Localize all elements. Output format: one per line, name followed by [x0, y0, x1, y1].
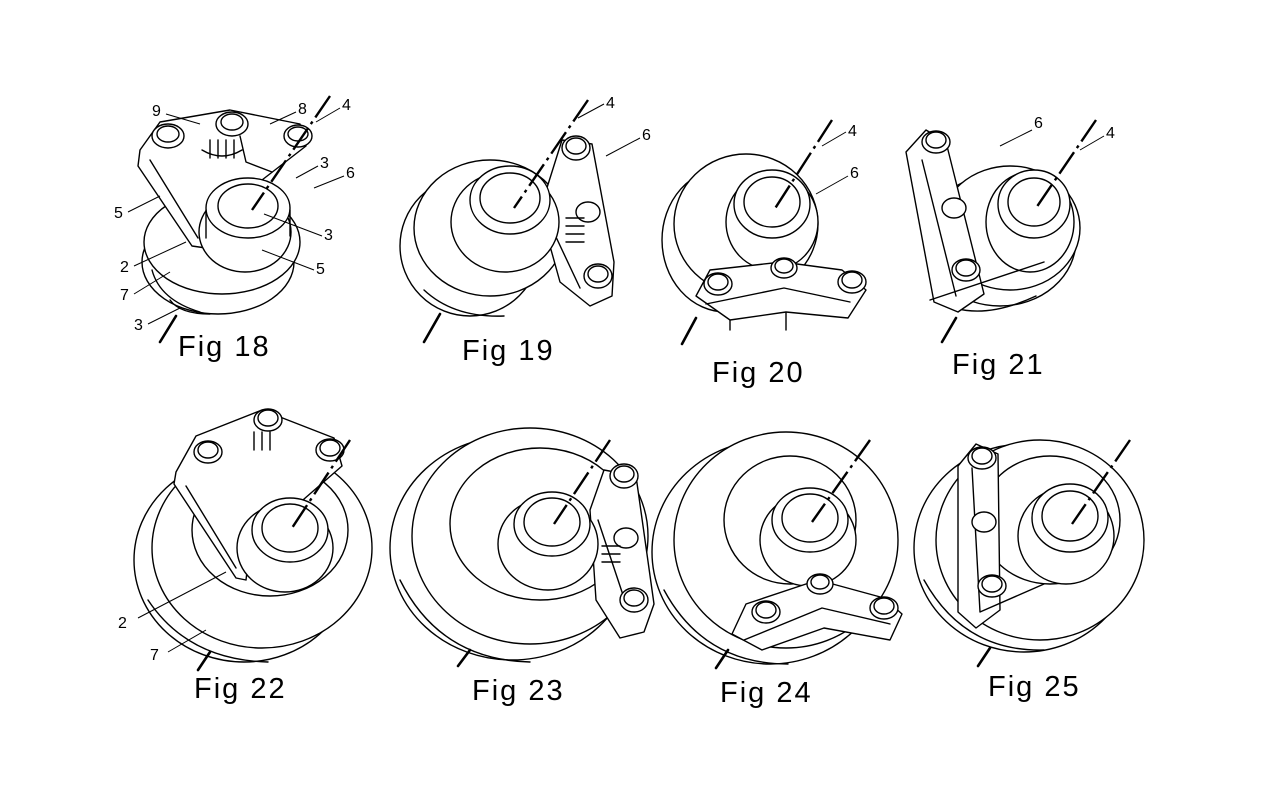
fig24-hub — [759, 487, 857, 587]
fig18-label-4: 4 — [342, 97, 351, 114]
fig22-label-7: 7 — [150, 647, 159, 664]
fig21-caption: Fig 21 — [952, 349, 1045, 381]
figure-24: Fig 24 — [651, 431, 903, 709]
fig21-hub — [985, 169, 1075, 273]
figure-18: 9 8 4 3 6 5 3 2 5 7 3 Fig 18 — [114, 95, 355, 363]
fig25-axis — [1071, 439, 1131, 525]
fig25-linkage — [957, 443, 1045, 629]
fig18-label-3b: 3 — [324, 227, 333, 244]
fig23-caption: Fig 23 — [472, 675, 565, 707]
fig19-label-6: 6 — [642, 127, 651, 144]
fig19-link-plate — [539, 135, 615, 307]
fig20-axis-end — [680, 316, 698, 346]
figure-19: 4 6 Fig 19 — [399, 95, 651, 367]
fig25-hub — [1017, 483, 1115, 585]
fig22-callouts: 2 7 — [118, 571, 227, 664]
fig18-label-9: 9 — [152, 103, 161, 120]
figure-23: Fig 23 — [389, 427, 655, 707]
fig18-label-7: 7 — [120, 287, 129, 304]
figure-21: 6 4 Fig 21 — [905, 115, 1115, 381]
fig19-callouts: 4 6 — [577, 95, 651, 157]
fig18-label-3: 3 — [320, 155, 329, 172]
fig18-label-5: 5 — [114, 205, 123, 222]
fig22-caption: Fig 22 — [194, 673, 287, 705]
fig18-label-3c: 3 — [134, 317, 143, 334]
fig22-axis — [290, 439, 352, 529]
fig20-axis — [772, 119, 834, 211]
fig25-caption: Fig 25 — [988, 671, 1081, 703]
figure-25: Fig 25 — [913, 439, 1145, 703]
fig21-axis-end — [940, 316, 958, 344]
fig22-label-2: 2 — [118, 615, 127, 632]
fig23-hub — [497, 491, 599, 591]
fig21-callouts: 6 4 — [999, 115, 1115, 151]
fig23-link-plate — [589, 463, 655, 639]
fig20-linkage — [695, 257, 867, 321]
fig23-axis-end — [456, 648, 472, 668]
fig23-axis — [553, 439, 611, 525]
fig19-caption: Fig 19 — [462, 335, 555, 367]
fig21-label-4: 4 — [1106, 125, 1115, 142]
fig24-linkage — [731, 573, 903, 651]
fig18-label-2: 2 — [120, 259, 129, 276]
fig19-hub — [450, 165, 560, 273]
fig18-callouts: 9 8 4 3 6 5 3 2 5 7 3 — [114, 97, 355, 334]
fig18-label-8: 8 — [298, 101, 307, 118]
fig24-caption: Fig 24 — [720, 677, 813, 709]
fig20-label-6: 6 — [850, 165, 859, 182]
fig19-axis-end — [422, 312, 442, 344]
fig21-axis — [1035, 119, 1097, 209]
fig22-hub — [236, 497, 334, 593]
fig20-hub — [725, 169, 819, 271]
fig21-linkage — [905, 129, 1045, 313]
fig19-label-4: 4 — [606, 95, 615, 112]
fig18-hub — [198, 177, 292, 273]
fig19-axis — [513, 99, 589, 209]
fig18-axis — [251, 95, 331, 211]
fig18-label-6: 6 — [346, 165, 355, 182]
fig18-label-5b: 5 — [316, 261, 325, 278]
fig18-axis-end — [158, 314, 178, 344]
fig25-axis-end — [976, 646, 992, 668]
fig20-caption: Fig 20 — [712, 357, 805, 389]
fig24-axis-end — [714, 648, 730, 670]
fig21-label-6: 6 — [1034, 115, 1043, 132]
fig18-caption: Fig 18 — [178, 331, 271, 363]
figure-20: 4 6 Fig 20 — [661, 119, 867, 389]
fig24-axis — [811, 439, 871, 523]
fig22-axis-end — [196, 650, 212, 672]
fig20-callouts: 4 6 — [815, 123, 859, 195]
figure-22: 2 7 Fig 22 — [118, 408, 373, 705]
fig20-label-4: 4 — [848, 123, 857, 140]
